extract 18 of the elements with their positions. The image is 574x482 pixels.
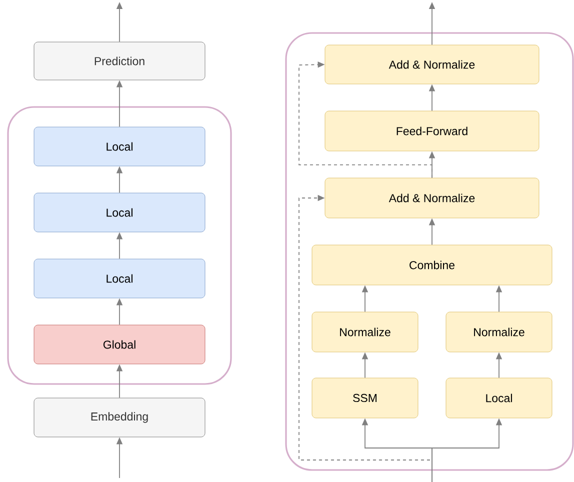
dashed-arrow — [298, 62, 432, 178]
group-frame — [285, 32, 574, 471]
process-box: Normalize — [446, 312, 552, 352]
process-box: Local — [34, 192, 206, 232]
process-box: Local — [446, 378, 552, 418]
process-box: Embedding — [34, 398, 206, 438]
process-box: Prediction — [34, 42, 206, 80]
group-frame — [7, 106, 232, 385]
process-box: Local — [34, 258, 206, 298]
process-box: Local — [34, 126, 206, 166]
process-box: Add & Normalize — [324, 44, 540, 84]
process-box: SSM — [312, 378, 418, 418]
dashed-arrow — [298, 194, 432, 482]
process-box: Combine — [312, 244, 552, 286]
process-box: Feed-Forward — [324, 110, 540, 152]
process-box: Add & Normalize — [324, 178, 540, 218]
process-box: Normalize — [312, 312, 418, 352]
process-box: Global — [34, 324, 206, 364]
